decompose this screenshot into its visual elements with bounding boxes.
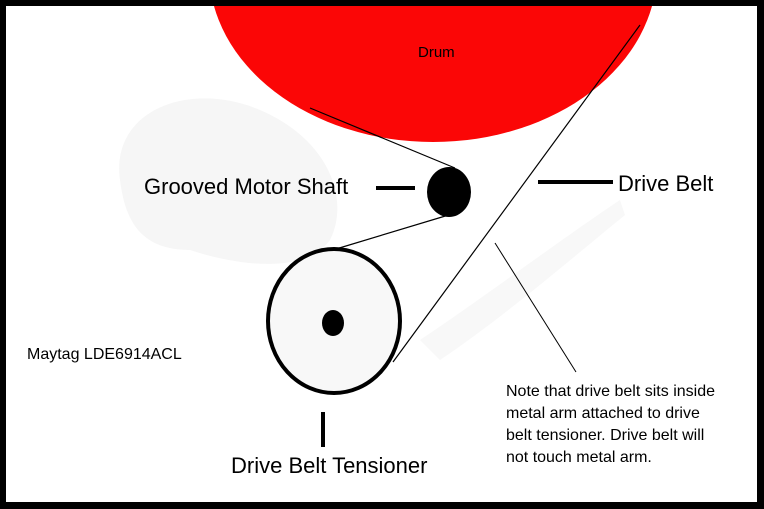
- drum-label: Drum: [418, 44, 455, 61]
- model-label: Maytag LDE6914ACL: [27, 346, 182, 363]
- drive-belt-pointer: [538, 180, 613, 184]
- note-pointer: [494, 242, 577, 373]
- motor-shaft: [427, 167, 471, 217]
- drive-belt-lower-left: [335, 213, 453, 250]
- drive-belt-upper-left: [309, 107, 456, 169]
- faint-metal-arm-shape: [420, 200, 625, 360]
- note-line: not touch metal arm.: [506, 449, 652, 466]
- tensioner-label: Drive Belt Tensioner: [231, 453, 427, 478]
- drive-belt-right: [392, 24, 641, 363]
- note-line: metal arm attached to drive: [506, 405, 700, 422]
- motor-shaft-pointer: [376, 186, 415, 190]
- note-line: Note that drive belt sits inside: [506, 383, 715, 400]
- faint-background-shape: [119, 98, 338, 264]
- motor-shaft-label: Grooved Motor Shaft: [144, 174, 348, 199]
- drive-belt-label: Drive Belt: [618, 171, 713, 196]
- note-line: belt tensioner. Drive belt will: [506, 427, 704, 444]
- tensioner-hub: [322, 310, 344, 336]
- tensioner-pointer: [321, 412, 325, 447]
- drum: [214, 6, 652, 142]
